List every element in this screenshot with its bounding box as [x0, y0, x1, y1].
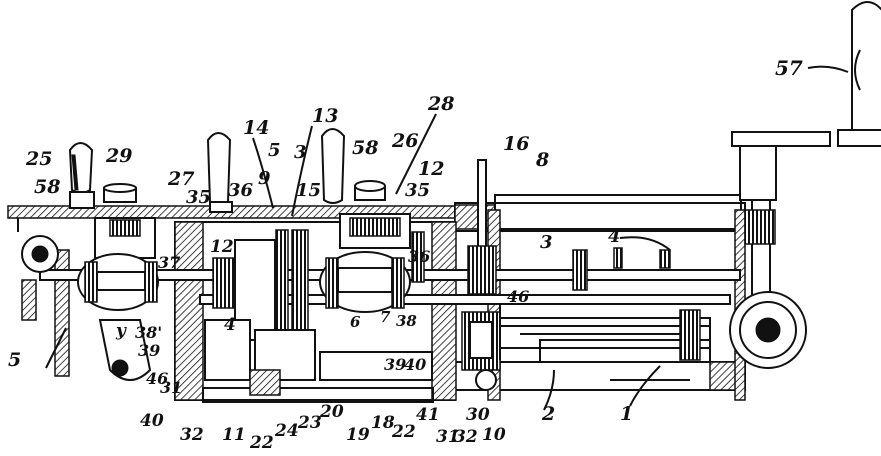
label-58-right: 58 [352, 137, 378, 159]
label-13: 13 [312, 105, 338, 127]
label-37: 37 [158, 253, 180, 272]
lever-left [21, 142, 159, 381]
label-31-left: 31 [160, 378, 182, 397]
reference-labels: 57 25 29 58 27 35 36 9 14 5 3 13 15 58 2… [8, 56, 803, 453]
label-14: 14 [243, 117, 269, 139]
label-40-left: 40 [140, 411, 164, 431]
label-20: 20 [319, 402, 344, 422]
label-27: 27 [167, 168, 194, 190]
label-24: 24 [274, 421, 299, 441]
label-39-right: 39 [384, 355, 406, 374]
label-38-mid: 38 [396, 312, 417, 330]
label-6: 6 [350, 313, 361, 331]
label-36-left: 36 [228, 180, 254, 201]
label-39-left: 39 [138, 341, 160, 360]
drive-gears [461, 159, 701, 391]
label-19: 19 [346, 425, 370, 445]
label-y: y [115, 321, 127, 341]
label-35-left: 35 [186, 187, 211, 208]
label-26: 26 [391, 130, 418, 152]
lever-middle [204, 132, 316, 396]
crank-handle-57 [837, 1, 881, 147]
label-38p: 38' [135, 323, 162, 342]
leader-lines [45, 65, 849, 411]
label-10: 10 [482, 425, 506, 445]
label-15: 15 [296, 180, 321, 201]
detail-lines [17, 218, 690, 381]
label-5-top: 5 [268, 140, 281, 161]
label-25: 25 [25, 148, 52, 170]
label-2: 2 [541, 403, 555, 425]
label-57: 57 [775, 56, 803, 80]
handwheel [729, 131, 831, 369]
label-32-left: 32 [180, 425, 204, 445]
label-31-right: 31 [436, 427, 460, 447]
label-22-left: 22 [249, 433, 274, 453]
label-23: 23 [297, 413, 322, 433]
lever-right [319, 128, 425, 313]
label-29: 29 [105, 145, 132, 167]
label-36-right: 36 [408, 247, 430, 266]
label-30: 30 [466, 405, 490, 425]
label-12-top: 12 [418, 158, 444, 180]
label-16: 16 [503, 133, 529, 155]
label-5-left: 5 [8, 349, 21, 371]
label-35-right: 35 [405, 180, 430, 201]
label-40-right: 40 [404, 355, 426, 374]
label-1: 1 [620, 403, 633, 425]
label-58-left: 58 [34, 176, 60, 198]
label-46-left: 46 [146, 369, 168, 388]
label-4-left: 4 [224, 315, 236, 335]
label-11: 11 [222, 425, 246, 445]
label-32-right: 32 [454, 427, 478, 447]
label-3-right: 3 [540, 232, 553, 253]
label-46-right: 46 [507, 287, 529, 306]
label-4-right: 4 [608, 226, 621, 247]
label-7: 7 [380, 308, 391, 326]
label-18: 18 [371, 413, 395, 433]
label-8: 8 [535, 149, 549, 171]
label-22-right: 22 [391, 422, 416, 442]
label-28: 28 [427, 93, 454, 115]
label-12-mid: 12 [210, 237, 234, 257]
label-41: 41 [416, 405, 440, 425]
